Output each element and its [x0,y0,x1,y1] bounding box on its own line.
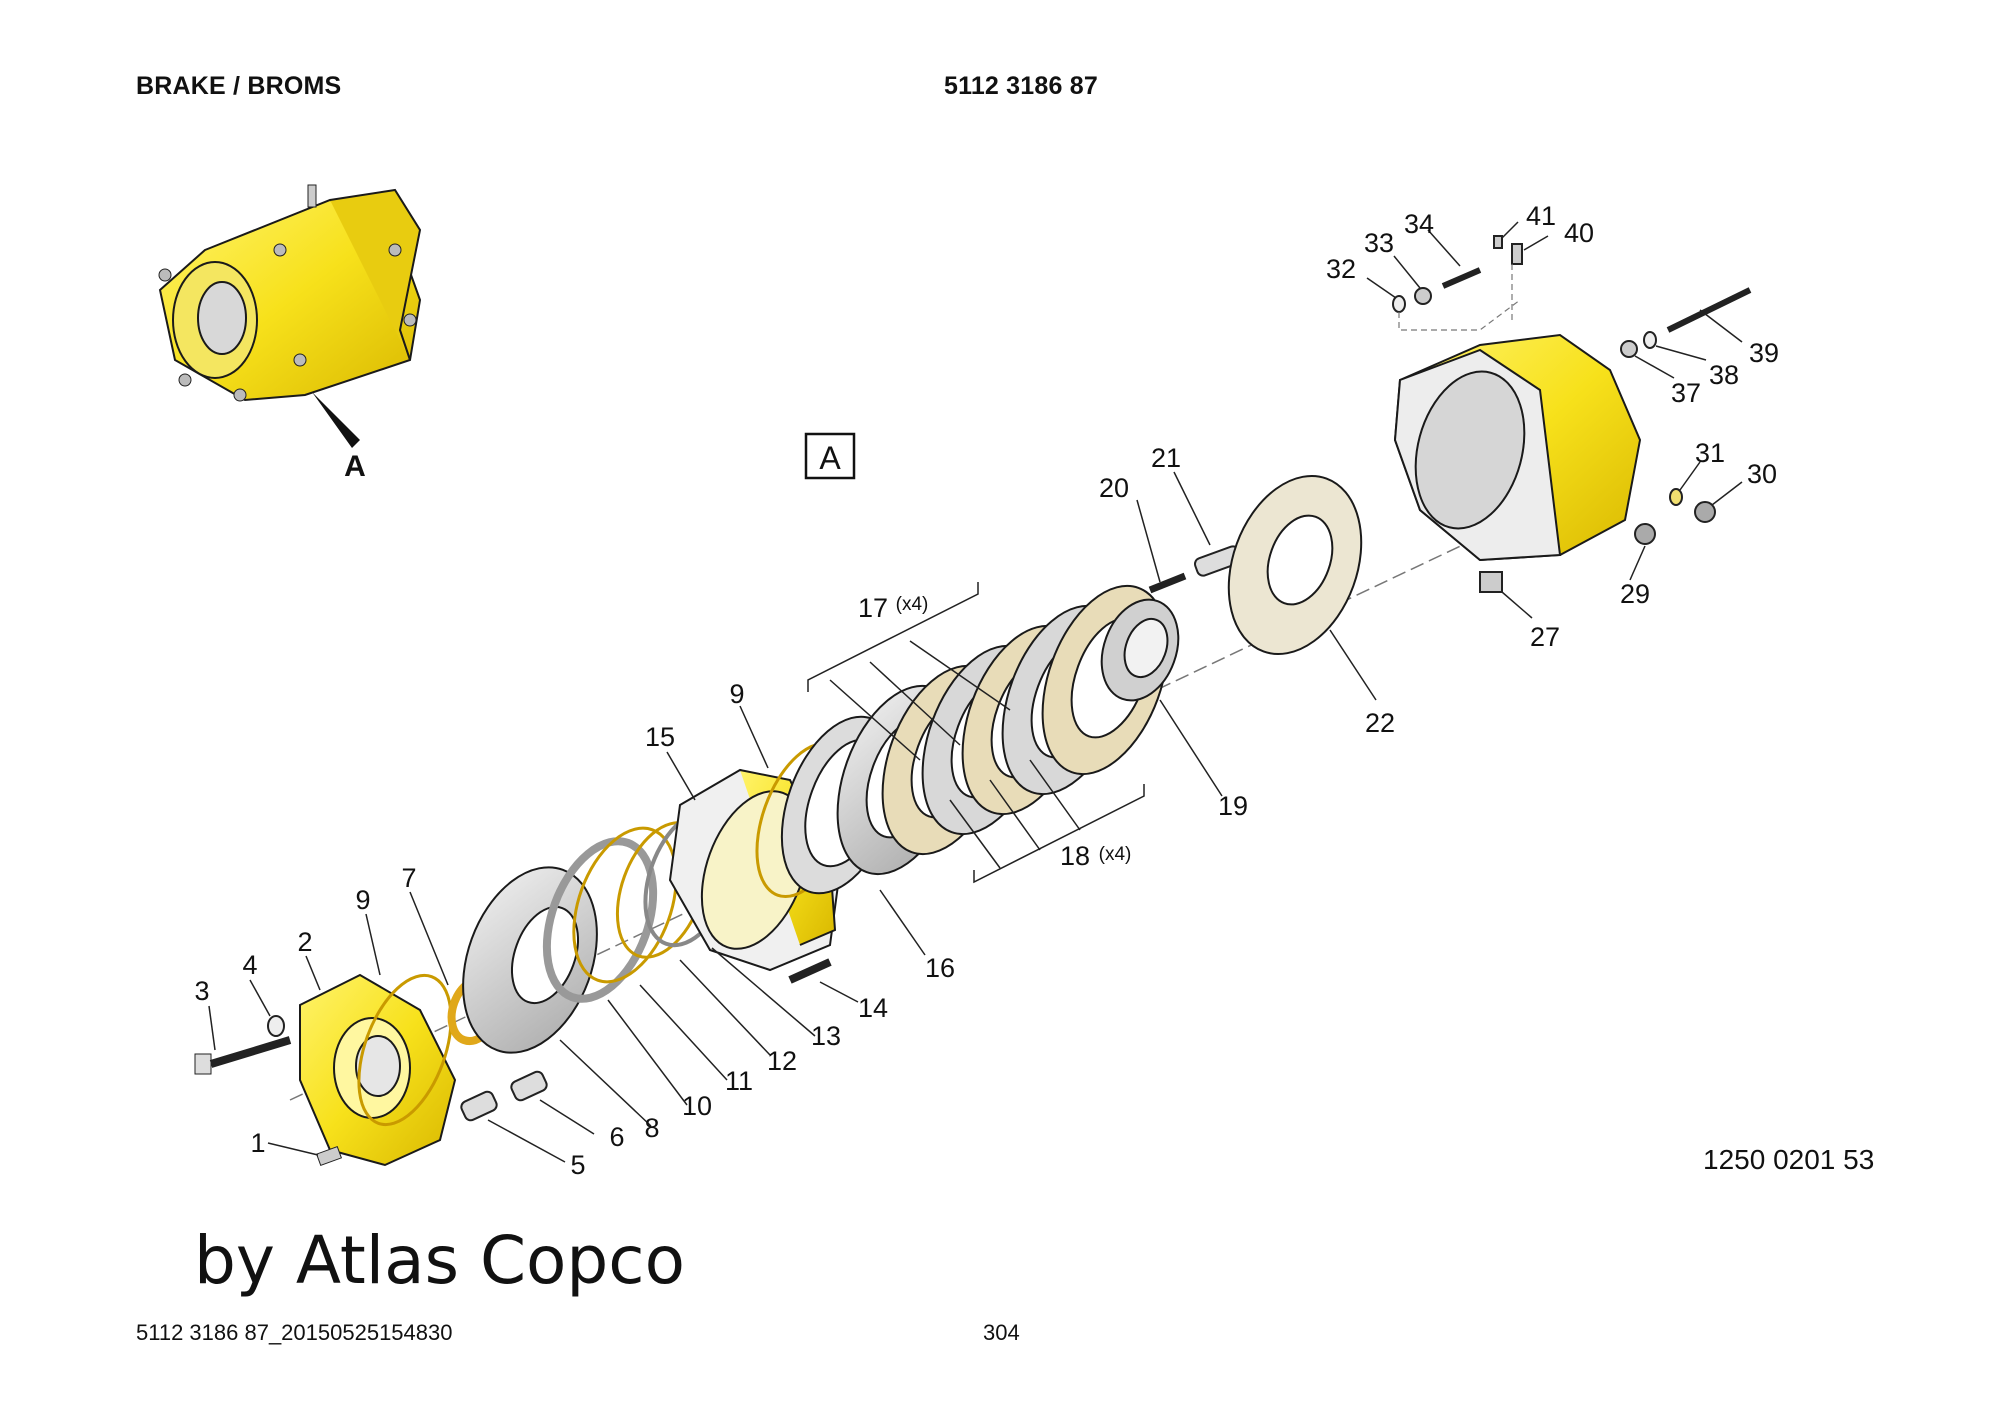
washer-32 [1392,295,1406,313]
bolt-3 [194,1036,292,1075]
drawing-reference: 1250 0201 53 [1703,1144,1875,1175]
screw-40 [1511,243,1523,265]
callout-8: 8 [644,1113,659,1143]
callout-37: 37 [1671,378,1701,408]
group-17-number: 17 [858,593,888,623]
callout-12: 12 [767,1046,797,1076]
callout-9-right: 9 [729,679,744,709]
group-18-number: 18 [1060,841,1090,871]
plug-30 [1694,501,1716,523]
nut-37 [1620,340,1638,358]
callout-5: 5 [570,1150,585,1180]
bracket-17 [807,582,1011,761]
callout-30: 30 [1747,459,1777,489]
assembled-brake-thumbnail [158,184,422,448]
leader-lines [208,221,1743,1163]
washer-4 [267,1015,285,1037]
group-18-qty: (x4) [1099,844,1132,865]
springs-5-6 [460,1070,548,1122]
view-box [804,432,856,480]
callout-2: 2 [297,927,312,957]
callout-9-left: 9 [355,885,370,915]
callout-31: 31 [1695,438,1725,468]
callout-38: 38 [1709,360,1739,390]
ring-10 [542,837,658,1003]
bracket-18 [949,759,1145,884]
watermark-text: by Atlas Copco [194,1222,685,1299]
callout-10: 10 [682,1091,712,1121]
pressure-plate-22 [1227,474,1363,656]
rear-housing [1393,333,1642,562]
callout-32: 32 [1326,254,1356,284]
callout-19: 19 [1218,791,1248,821]
callout-15: 15 [645,722,675,752]
callout-labels: 1 2 3 4 5 6 7 8 9 10 11 12 13 14 15 16 9… [194,201,1779,1180]
group-17-qty: (x4) [896,594,929,615]
callout-34: 34 [1404,209,1434,239]
hub-19 [1100,598,1180,702]
callout-40: 40 [1564,218,1594,248]
inset-view-label: A [344,450,366,483]
footer-page-number: 304 [983,1320,1020,1345]
callout-4: 4 [242,950,257,980]
screw-14 [788,958,832,984]
callout-20: 20 [1099,473,1129,503]
friction-discs-17-18 [836,584,1169,876]
callout-41: 41 [1526,201,1556,231]
screw-41 [1493,235,1503,249]
callout-27: 27 [1530,622,1560,652]
pin-20 [1148,572,1187,594]
plug-27 [1479,571,1503,593]
front-cover [299,973,457,1167]
callout-3: 3 [194,976,209,1006]
callout-16: 16 [925,953,955,983]
ring-11 [572,826,678,984]
washer-38 [1643,331,1657,349]
callout-7: 7 [401,863,416,893]
callout-33: 33 [1364,228,1394,258]
callout-29: 29 [1620,579,1650,609]
seal-31 [1669,488,1683,506]
callout-21: 21 [1151,443,1181,473]
callout-22: 22 [1365,708,1395,738]
callout-13: 13 [811,1021,841,1051]
bolt-39 [1666,287,1752,333]
callout-1: 1 [250,1128,265,1158]
o-ring-9a [357,973,453,1127]
callout-6: 6 [609,1122,624,1152]
view-arrow-icon [312,392,360,448]
callout-14: 14 [858,993,888,1023]
callout-11: 11 [725,1066,753,1096]
callout-39: 39 [1749,338,1779,368]
diagram-title: BRAKE / BROMS [136,72,342,100]
stud-34 [1441,267,1482,289]
plug-29 [1634,523,1656,545]
footer-doc-id: 5112 3186 87_20150525154830 [136,1320,453,1345]
view-label: A [819,440,841,476]
nut-33 [1414,287,1432,305]
plug-1 [315,1145,343,1167]
part-number: 5112 3186 87 [944,72,1098,100]
